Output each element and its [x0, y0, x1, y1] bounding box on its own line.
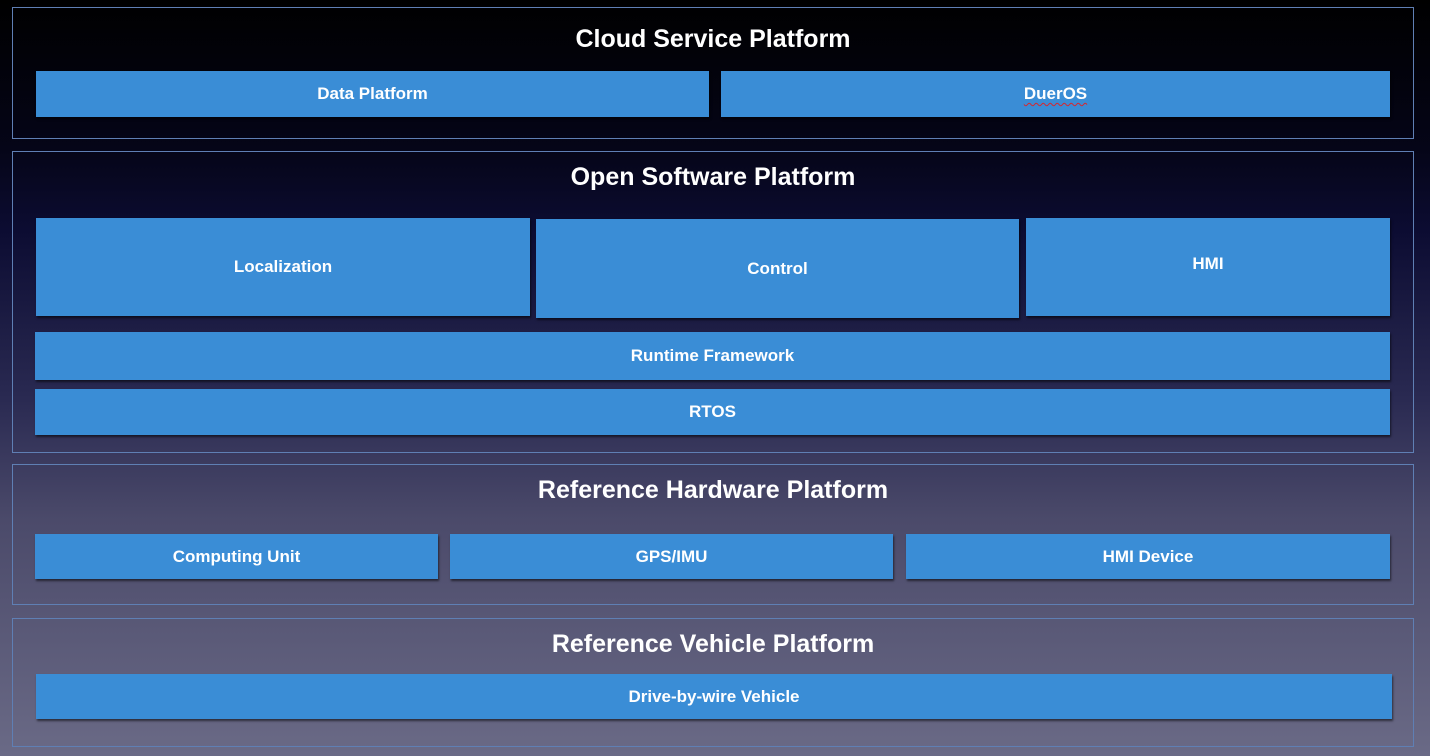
hmi-box: HMI: [1026, 218, 1390, 316]
cloud-service-platform-title: Cloud Service Platform: [575, 25, 851, 53]
reference-vehicle-platform-title: Reference Vehicle Platform: [551, 630, 875, 658]
gps-imu-box: GPS/IMU: [450, 534, 893, 579]
hmi-device-box: HMI Device: [906, 534, 1390, 579]
open-software-platform: Open Software Platform Localization Cont…: [12, 151, 1414, 453]
data-platform-label: Data Platform: [317, 84, 428, 103]
computing-unit-label: Computing Unit: [172, 546, 301, 566]
drive-by-wire-vehicle-box: Drive-by-wire Vehicle: [36, 674, 1392, 719]
localization-box: Localization: [36, 218, 530, 316]
dueros-box: DuerOS: [721, 71, 1390, 117]
control-label: Control: [747, 258, 808, 278]
data-platform-box: Data Platform: [36, 71, 709, 117]
reference-hardware-platform-title: Reference Hardware Platform: [537, 476, 889, 504]
gps-imu-label: GPS/IMU: [635, 546, 708, 566]
control-box: Control: [536, 219, 1019, 318]
drive-by-wire-vehicle-label: Drive-by-wire Vehicle: [628, 686, 800, 706]
runtime-framework-label: Runtime Framework: [630, 346, 795, 365]
reference-hardware-platform: Reference Hardware Platform Computing Un…: [12, 464, 1414, 605]
rtos-label: RTOS: [689, 402, 736, 421]
hmi-label: HMI: [1192, 254, 1224, 273]
hmi-device-label: HMI Device: [1102, 546, 1194, 566]
rtos-box: RTOS: [35, 389, 1390, 435]
dueros-label: DuerOS: [1023, 84, 1088, 103]
runtime-framework-box: Runtime Framework: [35, 332, 1390, 380]
cloud-service-platform: Cloud Service Platform Data Platform Due…: [12, 7, 1414, 139]
open-software-platform-title: Open Software Platform: [570, 163, 856, 191]
reference-vehicle-platform: Reference Vehicle Platform Drive-by-wire…: [12, 618, 1414, 747]
computing-unit-box: Computing Unit: [35, 534, 438, 579]
localization-label: Localization: [233, 257, 333, 276]
